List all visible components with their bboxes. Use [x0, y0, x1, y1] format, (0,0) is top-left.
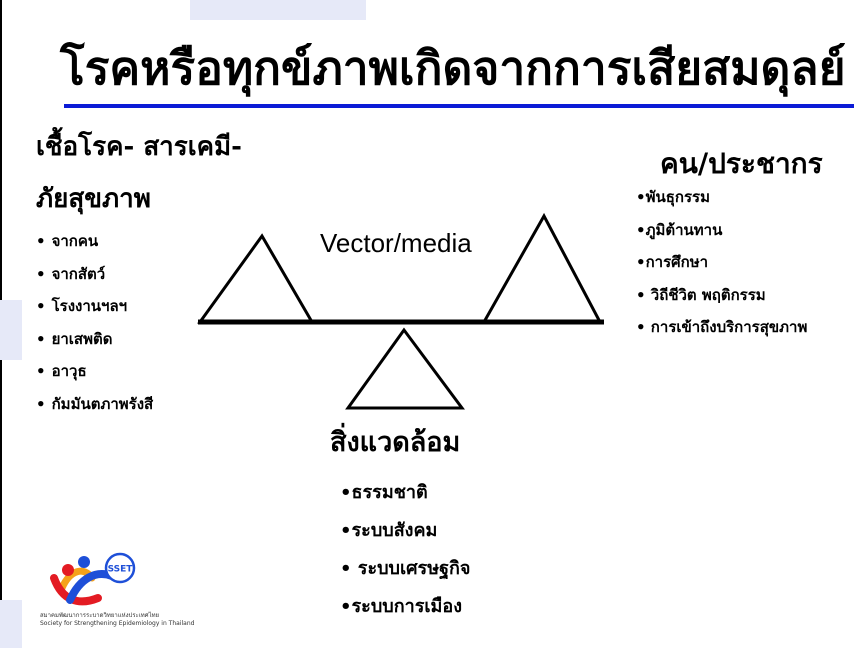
agent-list: • จากคน • จากสัตว์ • โรงงานฯลฯ • ยาเสพติด • อ… — [36, 230, 153, 425]
list-item: • ยาเสพติด — [36, 328, 153, 361]
slide-title: โรคหรือทุกข์ภาพเกิดจากการเสียสมดุลย์ — [60, 41, 846, 95]
logo-badge-text: SSET — [108, 565, 134, 575]
fulcrum-triangle — [345, 327, 465, 410]
list-item: •การศึกษา — [636, 253, 709, 271]
list-item: • กัมมันตภาพรังสี — [36, 393, 153, 426]
logo-caption-english: Society for Strengthening Epidemiology i… — [40, 620, 195, 627]
logo-caption-thai: สมาคมพัฒนาการระบาดวิทยาแห่งประเทศไทย — [40, 612, 160, 619]
list-item: • การเข้าถึงบริการสุขภาพ — [636, 318, 808, 336]
logo-blue-stroke — [66, 570, 116, 604]
list-item-text: อาวุธ — [51, 362, 87, 380]
list-item: • จากคน — [36, 230, 153, 263]
logo-blue-dot — [78, 556, 90, 568]
side-decor-band-lower — [0, 600, 22, 648]
host-heading: คน/ประชากร — [660, 147, 823, 180]
list-item-text: จากสัตว์ — [51, 264, 106, 283]
sset-logo-icon: SSET — [50, 552, 136, 606]
list-item: •ระบบการเมือง — [340, 596, 462, 617]
list-item: • จากสัตว์ — [36, 263, 153, 296]
bullet-icon: • — [36, 394, 46, 413]
list-item: •ระบบสังคม — [340, 520, 438, 541]
logo-caption: สมาคมพัฒนาการระบาดวิทยาแห่งประเทศไทย Soc… — [40, 612, 210, 628]
title-underline — [64, 104, 854, 108]
list-item: •พันธุกรรม — [636, 188, 710, 206]
agent-triangle — [197, 233, 315, 324]
agent-heading-line2: ภัยสุขภาพ — [36, 184, 151, 214]
logo-red-dot — [62, 564, 74, 576]
list-item: • วิถีชีวิต พฤติกรรม — [636, 285, 766, 304]
bullet-icon: • — [36, 264, 46, 283]
side-decor-band — [0, 300, 22, 360]
agent-heading-line1: เชื้อโรค- สารเคมี- — [36, 132, 242, 162]
bullet-icon: • — [36, 232, 46, 250]
list-item-text: จากคน — [51, 232, 99, 250]
bullet-icon: • — [36, 362, 46, 380]
environment-list: •ธรรมชาติ •ระบบสังคม • ระบบเศรษฐกิจ •ระบ… — [340, 481, 470, 633]
list-item-text: โรงงานฯลฯ — [51, 297, 128, 315]
list-item-text: กัมมันตภาพรังสี — [51, 394, 154, 413]
list-item: •ธรรมชาติ — [340, 482, 428, 503]
bullet-icon: • — [36, 297, 46, 315]
host-list: •พันธุกรรม •ภูมิต้านทาน •การศึกษา • วิถี… — [636, 186, 807, 349]
list-item-text: ยาเสพติด — [51, 329, 113, 348]
vector-media-label: Vector/media — [320, 228, 472, 258]
logo-badge — [104, 552, 136, 584]
list-item: • อาวุธ — [36, 360, 153, 393]
host-triangle — [481, 212, 603, 324]
top-decor-band — [190, 0, 366, 20]
bullet-icon: • — [36, 329, 46, 348]
list-item: • โรงงานฯลฯ — [36, 295, 153, 328]
list-item: • ระบบเศรษฐกิจ — [340, 558, 471, 579]
list-item: •ภูมิต้านทาน — [636, 220, 723, 239]
environment-heading: สิ่งแวดล้อม — [330, 427, 461, 458]
